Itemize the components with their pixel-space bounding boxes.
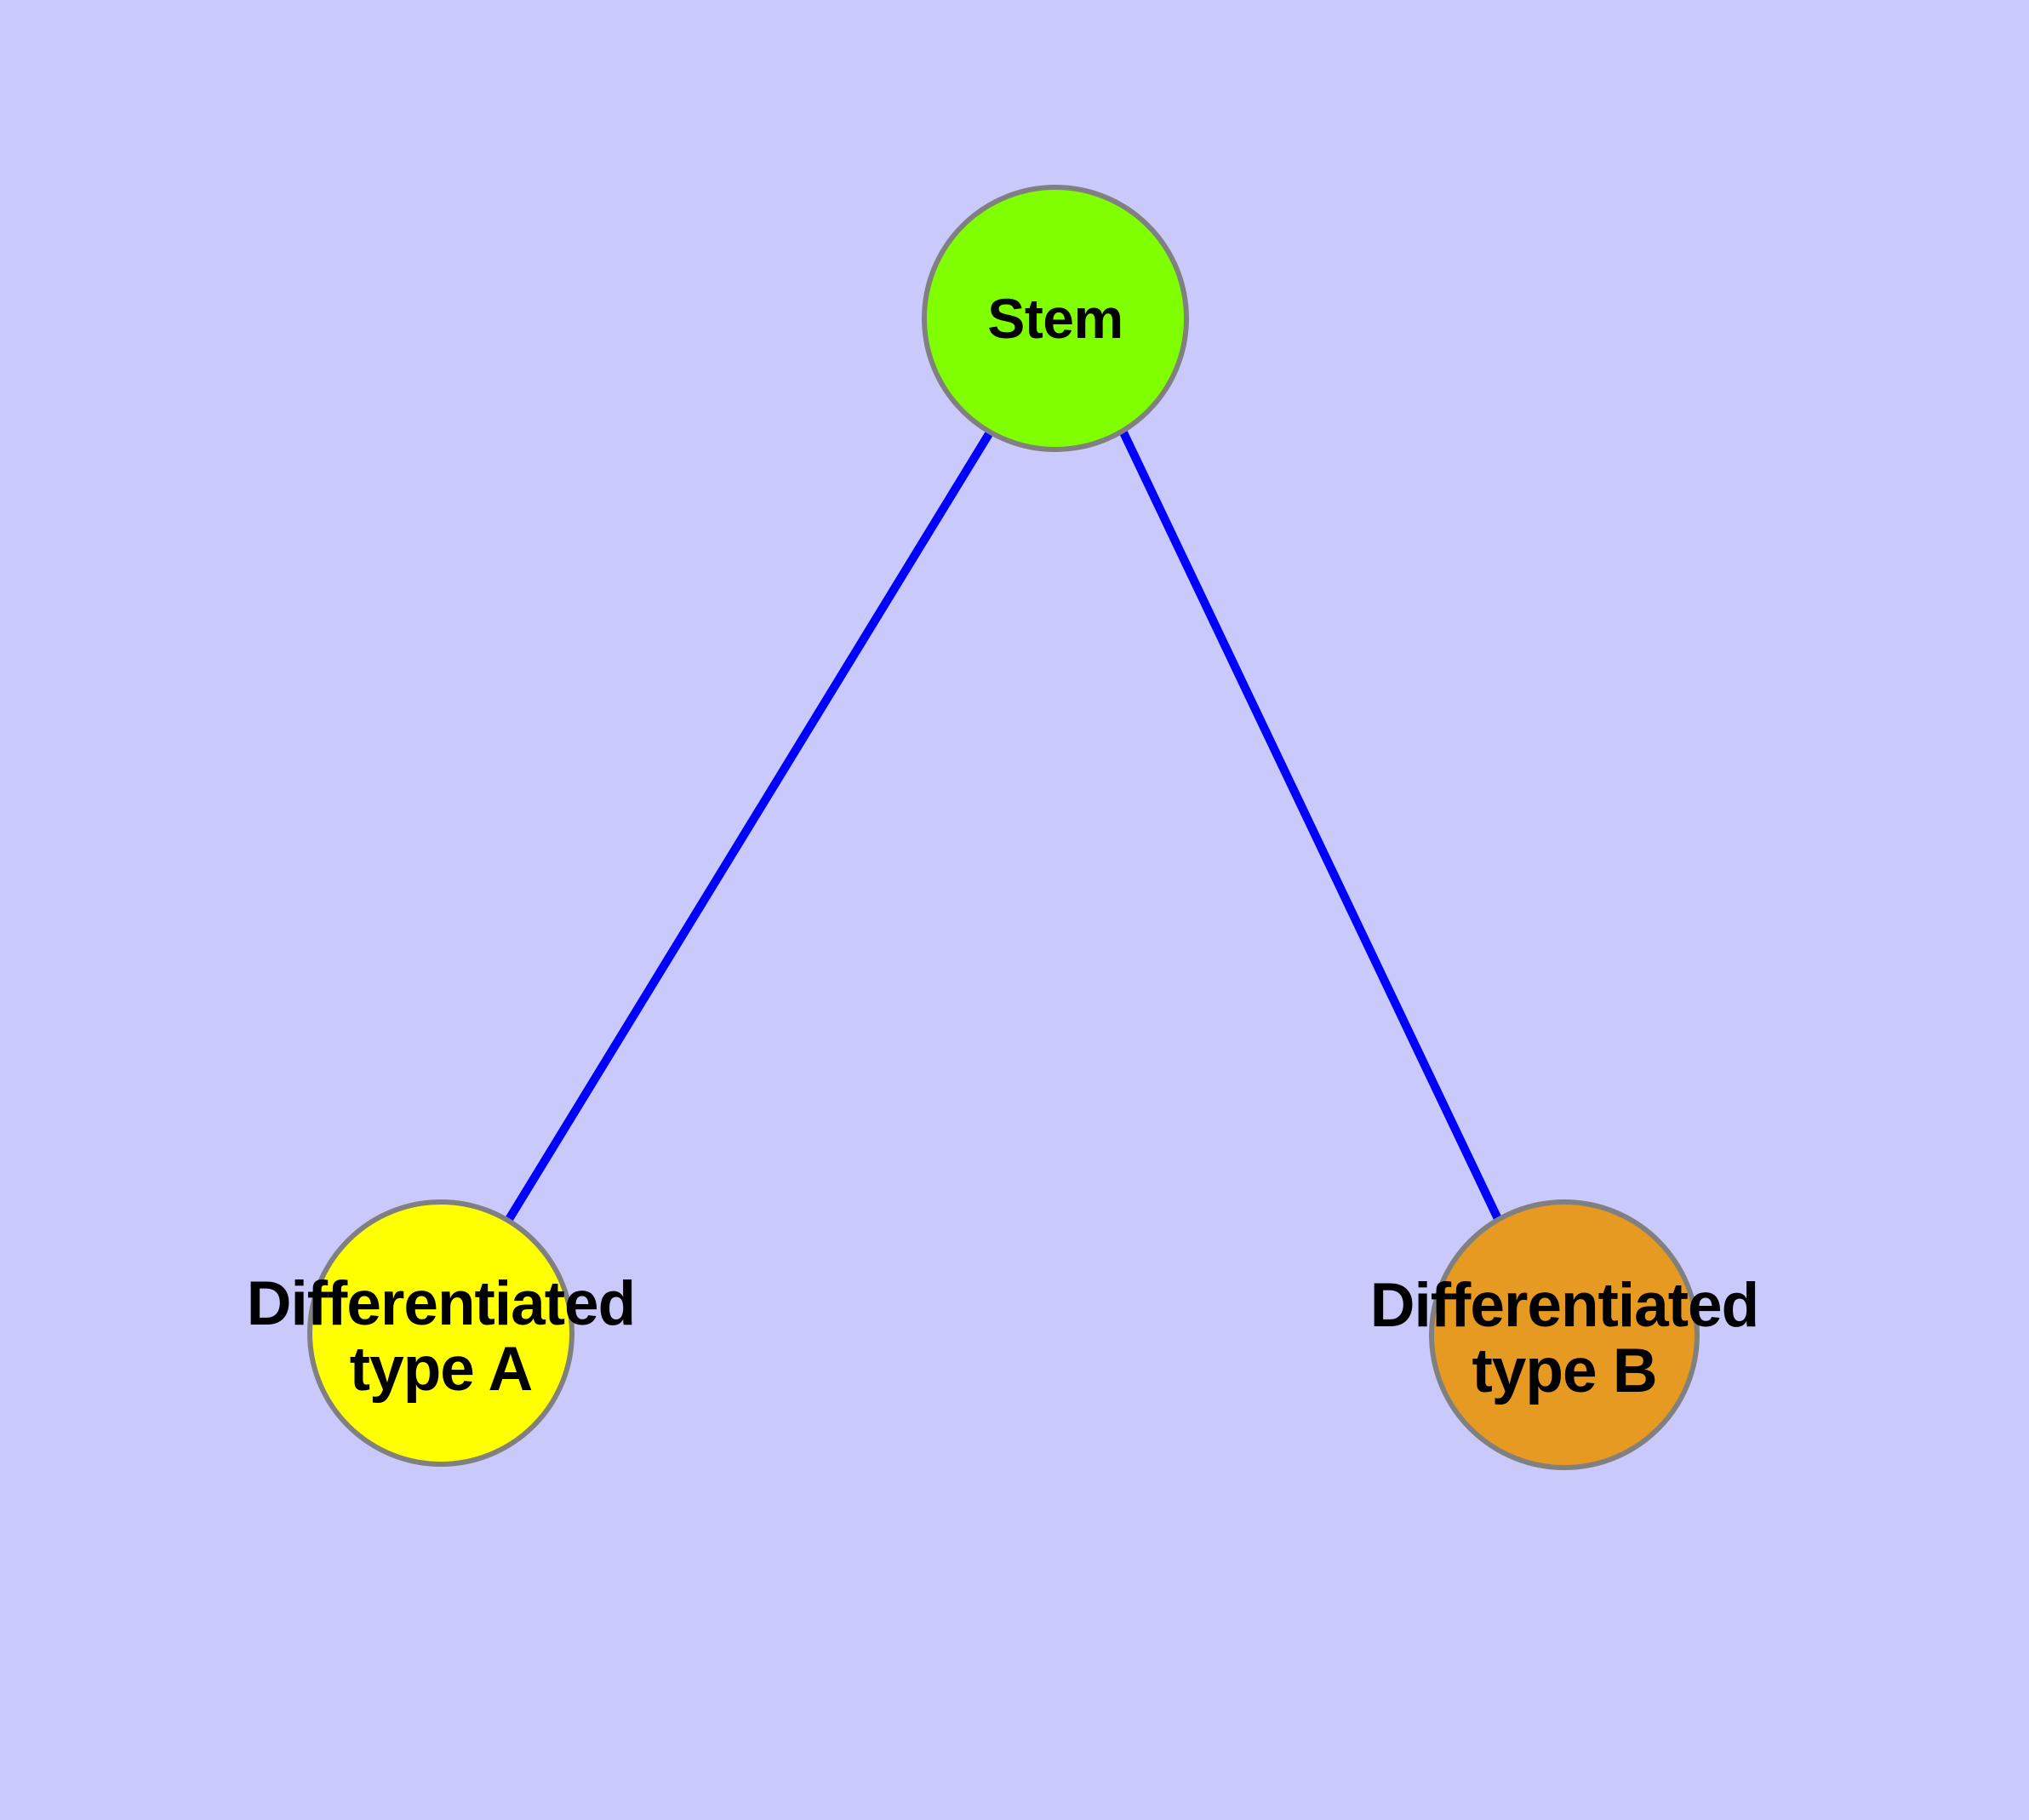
edge-layer [504,430,1504,1225]
node-stem[interactable] [922,185,1189,452]
node-diff-b[interactable] [1429,1199,1700,1470]
node-diff-a[interactable] [307,1199,574,1467]
edge-stem-to-diff-b[interactable] [1119,430,1504,1225]
edge-stem-to-diff-a[interactable] [504,430,994,1223]
node-layer [307,185,1700,1470]
